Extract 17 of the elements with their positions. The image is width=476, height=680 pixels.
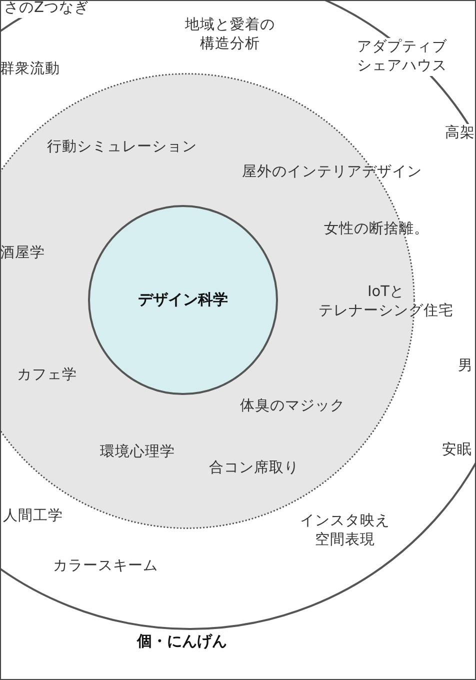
topic-label: 行動シミュレーション <box>47 138 197 157</box>
topic-label: 群衆流動 <box>0 60 60 79</box>
topic-label: カフェ学 <box>17 366 77 385</box>
topic-label: 酒屋学 <box>0 244 45 263</box>
topic-label: 環境心理学 <box>100 443 175 462</box>
topic-label: カラースキーム <box>53 557 158 576</box>
topic-label: 地域と愛着の構造分析 <box>185 16 275 54</box>
topic-label: 人間工学 <box>3 507 63 526</box>
ring-title: 個・にんげん <box>137 632 227 651</box>
core-title: デザイン科学 <box>138 290 228 310</box>
topic-label: 屋外のインテリアデザイン <box>242 163 422 182</box>
topic-label: アダプティブシェアハウス <box>355 38 449 76</box>
topic-label: インスタ映え空間表現 <box>300 512 390 550</box>
topic-label: 女性の断捨離。 <box>324 220 429 239</box>
topic-label: 合コン席取り <box>209 459 299 478</box>
topic-label: 体臭のマジック <box>240 397 345 416</box>
topic-label: IoTとテレナーシング住宅 <box>318 283 454 321</box>
